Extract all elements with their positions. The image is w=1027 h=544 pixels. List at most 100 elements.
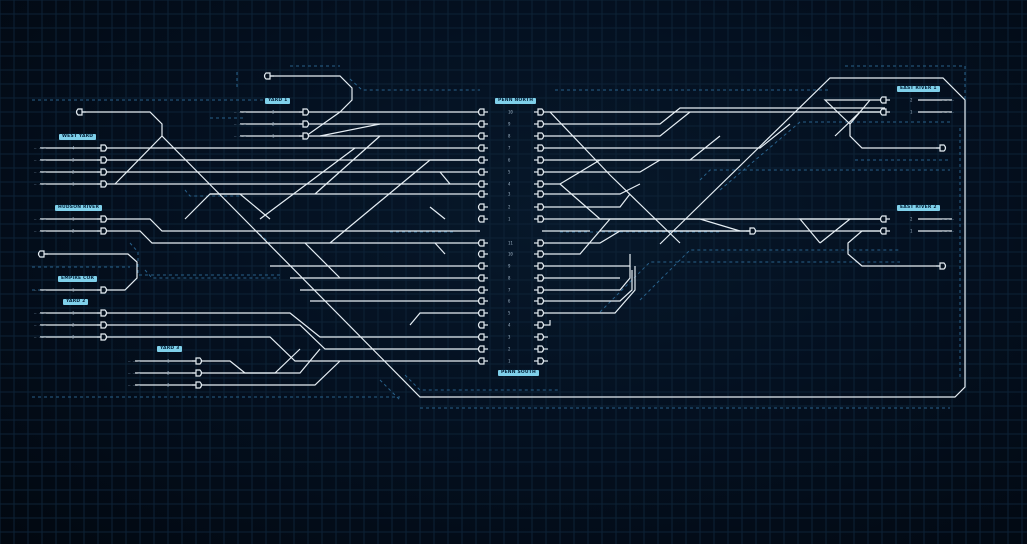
track-dash-mark: — — — [34,335,47,340]
track-segment [44,253,138,291]
signal-icon [879,108,890,116]
signal-head [195,369,203,377]
track-number: 1 [272,134,275,139]
signal-head [477,203,485,211]
signal-head [537,120,545,128]
signal-head [879,96,887,104]
signal-icon [477,132,488,140]
signal-icon [75,108,86,116]
signal-icon [477,108,488,116]
track-number: 4 [508,323,511,328]
signal-head [477,333,485,341]
track-segment [304,242,341,279]
track-segment [439,171,451,185]
track-number: 7 [508,288,511,293]
signal-head [939,144,947,152]
track-segment [542,123,791,149]
signal-icon [534,297,545,305]
track-number: 7 [508,146,511,151]
signal-icon [534,357,545,365]
signal-head [477,286,485,294]
track-dash-mark: — — — [234,134,247,139]
signal-head [537,286,545,294]
signal-head [100,227,108,235]
label-hudson-river: HUDSON RIVER [55,205,103,211]
signal-icon [477,345,488,353]
track-number: 5 [508,170,511,175]
track-number: 2 [508,347,511,352]
signal-head [537,144,545,152]
signal-icon [534,250,545,258]
track-segment [559,159,740,185]
track-number: 3 [72,158,75,163]
signal-icon [97,333,108,341]
label-yard-3: YARD 3 [157,346,183,352]
signal-head [100,333,108,341]
signal-icon [192,357,203,365]
track-segment [542,266,636,314]
signal-icon [746,227,757,235]
track-dash-mark: — — — [942,229,955,234]
signal-head [477,144,485,152]
signal-icon [477,250,488,258]
signal-icon [477,262,488,270]
signal-head [537,297,545,305]
signal-icon [879,96,890,104]
signal-head [100,309,108,317]
label-east-river-2: EAST RIVER 2 [897,205,940,211]
signal-icon [534,144,545,152]
track-segment [266,75,353,137]
dashed-boundary [184,189,240,197]
signal-icon [263,72,274,80]
signal-icon [97,321,108,329]
track-number: 3 [167,383,170,388]
signal-head [537,190,545,198]
track-segment [798,218,885,244]
track-segment [314,135,381,195]
signal-icon [97,286,108,294]
label-west-yard: WEST YARD [59,134,97,140]
track-segment [259,147,356,220]
signal-icon [534,345,545,353]
signal-head [537,250,545,258]
track-number: 10 [508,110,513,115]
track-segment [542,193,631,208]
signal-head [195,381,203,389]
track-segment [104,230,480,244]
track-dash-mark: — — — [34,229,47,234]
signal-head [302,108,310,116]
signal-head [537,132,545,140]
track-segment [114,135,163,185]
track-number: 2 [508,205,511,210]
signal-icon [97,144,108,152]
track-segment [319,123,381,137]
signal-head [537,321,545,329]
signal-head [537,180,545,188]
signal-head [477,262,485,270]
signal-icon [299,120,310,128]
track-number: 1 [910,229,913,234]
signal-head [477,274,485,282]
signal-head [537,333,545,341]
track-dash-mark: — — — [34,170,47,175]
track-dash-mark: — — — [34,323,47,328]
signal-icon [936,262,947,270]
signal-head [302,120,310,128]
track-number: 6 [508,299,511,304]
track-number: 2 [72,229,75,234]
signal-head [537,357,545,365]
label-east-river-1: EAST RIVER 1 [897,86,940,92]
signal-icon [97,227,108,235]
signal-head [477,345,485,353]
signal-icon [879,215,890,223]
signal-icon [534,190,545,198]
track-segment [104,324,480,350]
signal-head [537,239,545,247]
signal-head [477,120,485,128]
signal-head [477,239,485,247]
signal-icon [37,250,48,258]
signal-head [477,357,485,365]
signal-head [537,309,545,317]
